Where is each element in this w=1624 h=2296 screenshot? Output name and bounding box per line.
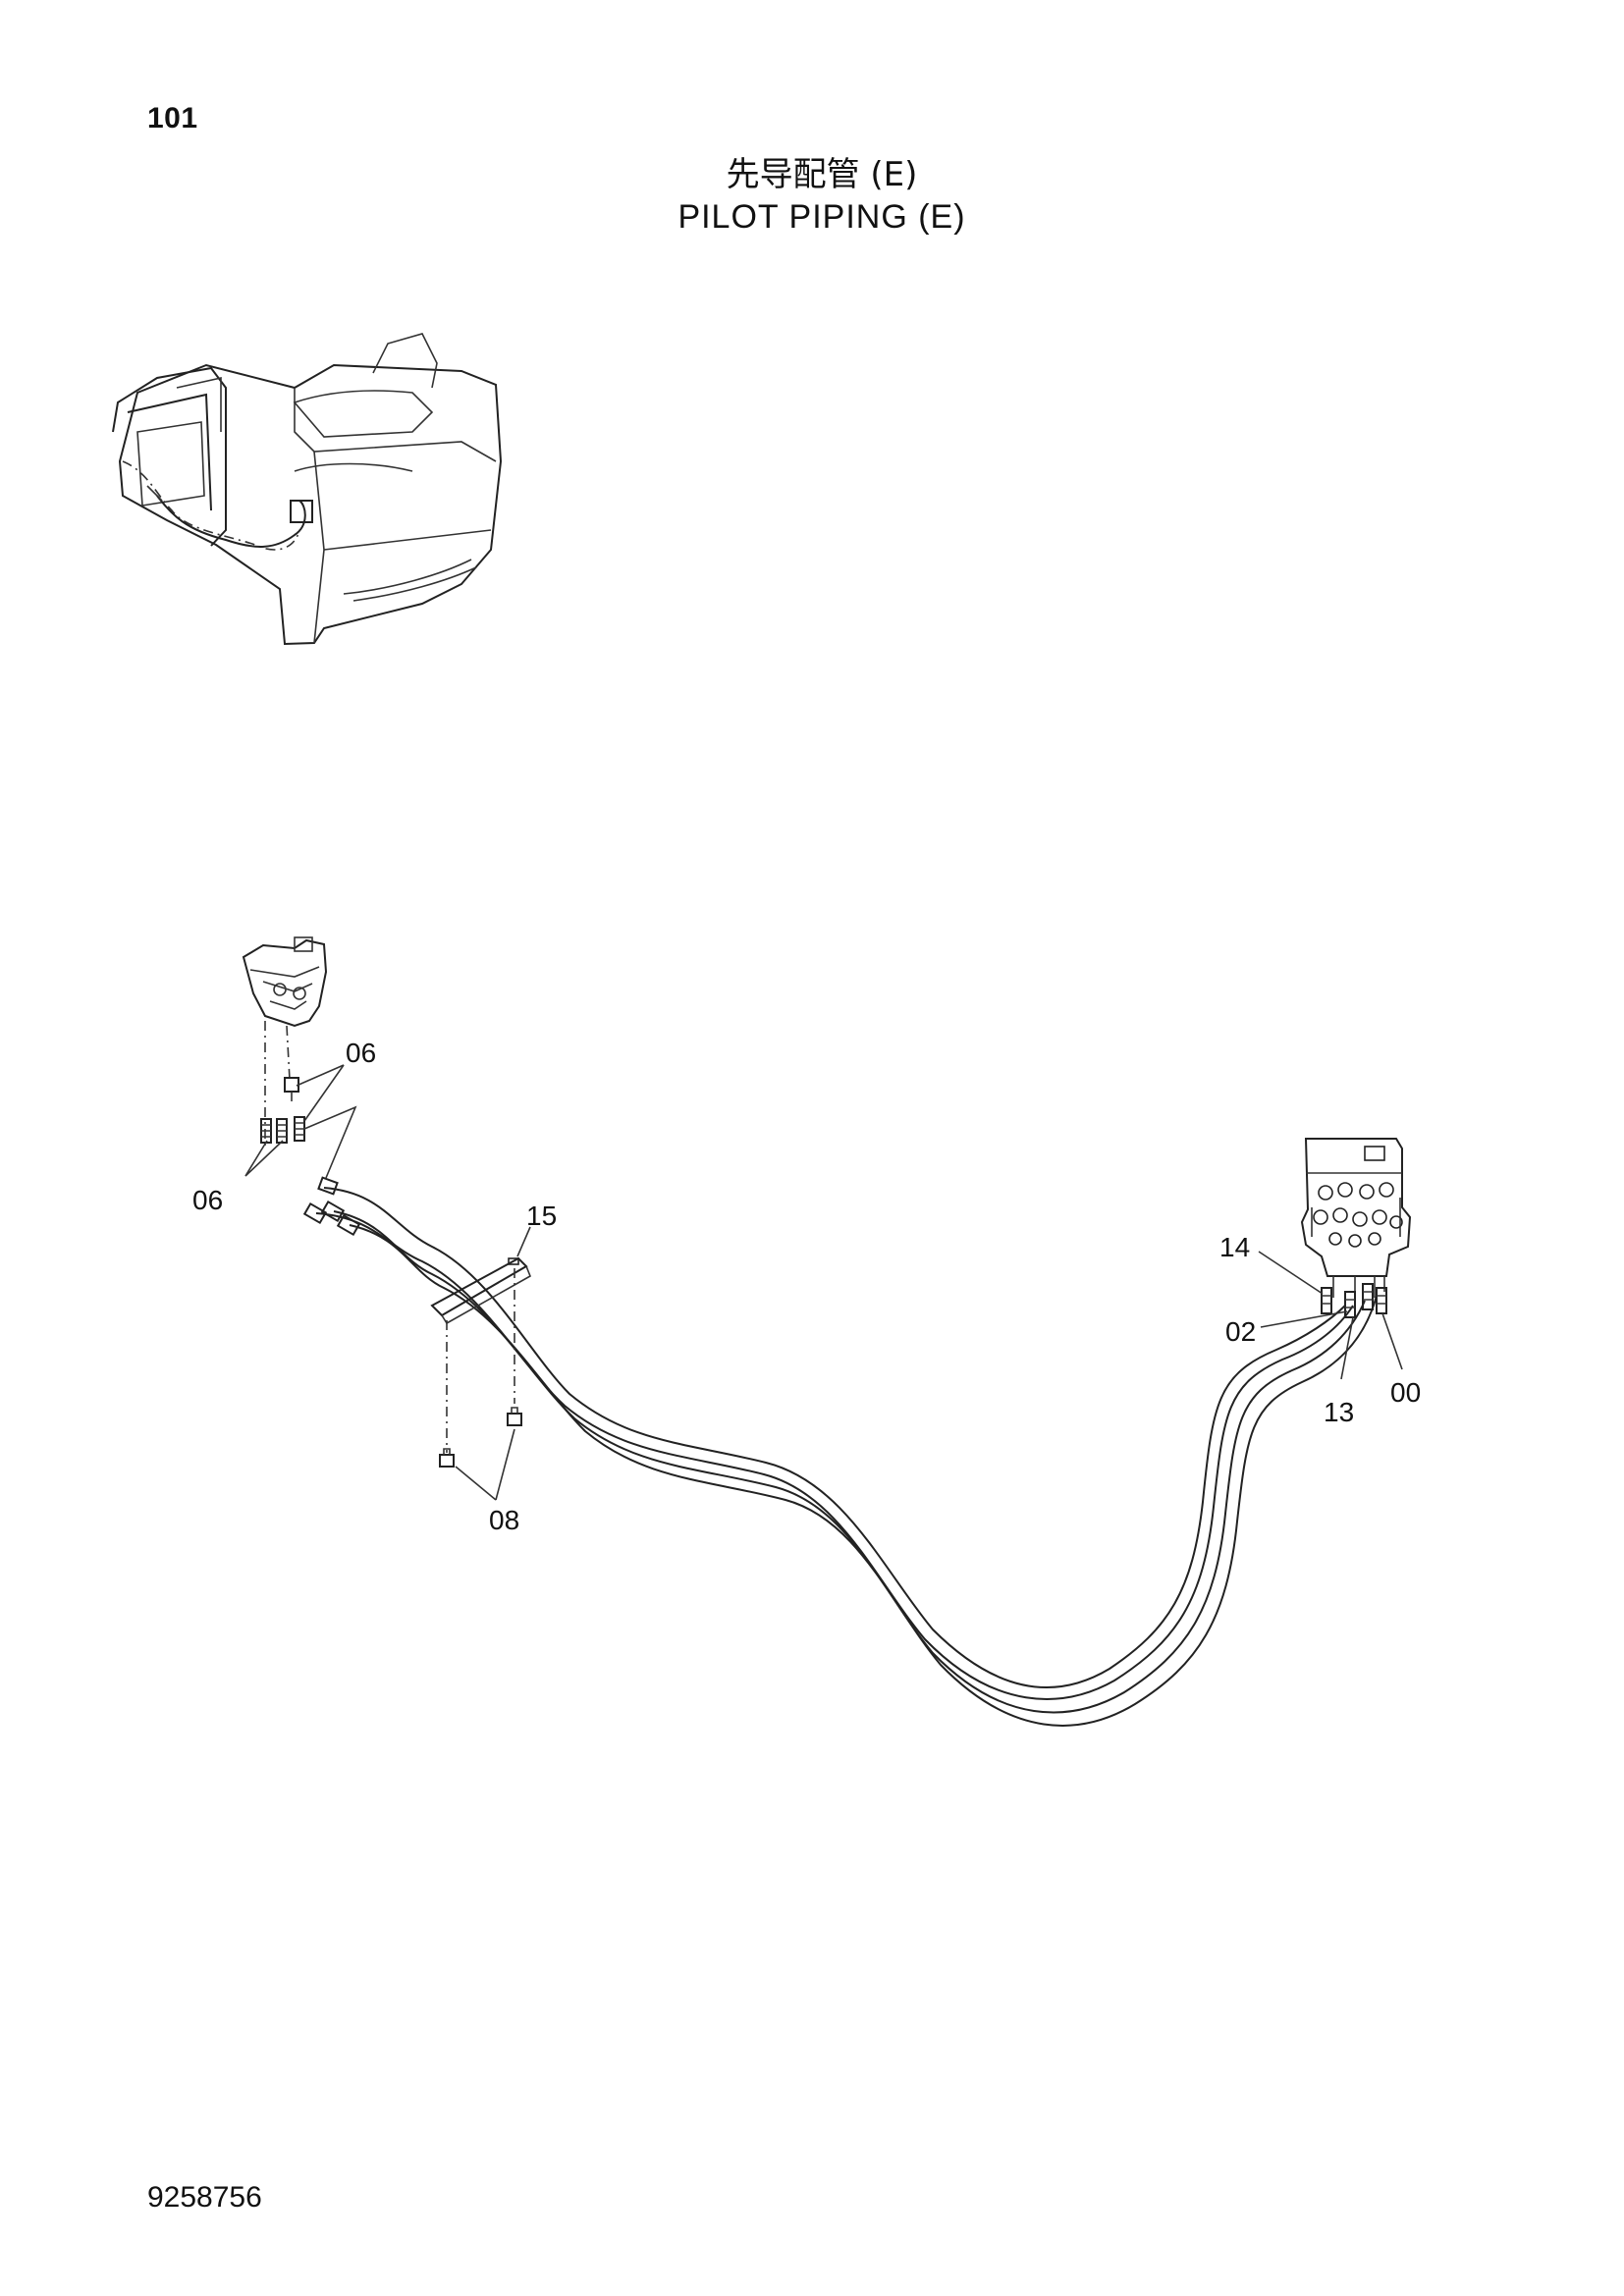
callout-00: 00	[1390, 1377, 1421, 1408]
callout-06-upper: 06	[346, 1038, 376, 1068]
callout-15: 15	[526, 1201, 557, 1231]
pilot-hose-bundle	[315, 1187, 1378, 1727]
page-title-chinese: 先导配管 (E)	[726, 155, 918, 194]
callout-06-lower: 06	[192, 1185, 223, 1215]
callout-14: 14	[1219, 1232, 1250, 1262]
page-title-english: PILOT PIPING (E)	[677, 198, 966, 236]
hose-clamp-bracket	[430, 1256, 532, 1468]
callout-13: 13	[1324, 1397, 1354, 1427]
document-number: 9258756	[147, 2181, 262, 2214]
right-control-valve	[1300, 1138, 1412, 1298]
right-hose-ends	[1321, 1283, 1387, 1318]
callout-02: 02	[1225, 1316, 1256, 1347]
left-fittings-06	[260, 1077, 305, 1144]
excavator-overview-illustration	[112, 333, 503, 646]
page-number: 101	[147, 102, 198, 134]
left-pilot-valve	[242, 936, 328, 1028]
callout-08: 08	[489, 1505, 519, 1535]
